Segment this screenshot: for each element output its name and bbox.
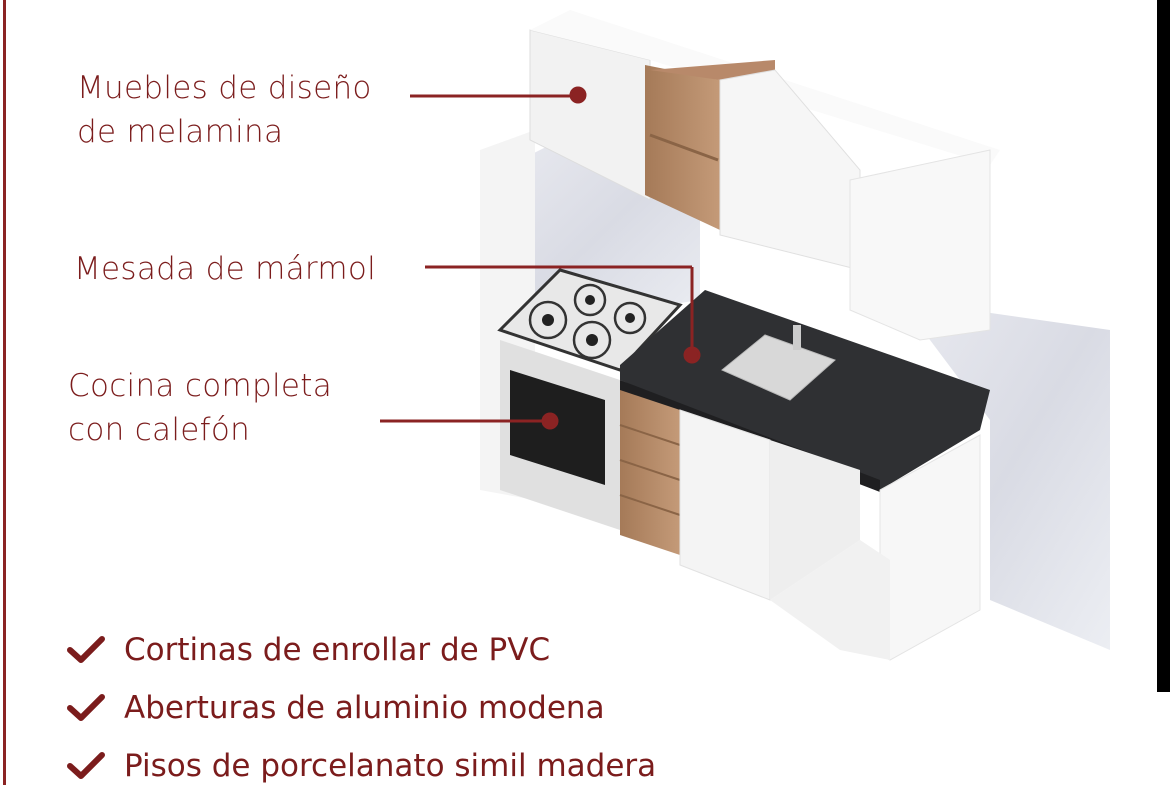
- callout-furniture-line1: Muebles de diseño: [77, 70, 372, 106]
- marble-countertop: [620, 290, 990, 490]
- sink: [721, 334, 836, 401]
- callout-stove-line1: Cocina completa: [68, 368, 332, 404]
- feature-item: Cortinas de enrollar de PVC: [66, 630, 550, 670]
- oven-door: [510, 370, 605, 485]
- stove-top: [497, 268, 683, 372]
- floor: [770, 540, 890, 660]
- callout-furniture: Muebles de diseño de melamina: [77, 66, 372, 154]
- feature-text: Pisos de porcelanato simil madera: [124, 748, 657, 784]
- lower-cabinet: [679, 409, 771, 601]
- callout-stove-line2: con calefón: [68, 412, 251, 448]
- callout-countertop-line1: Mesada de mármol: [74, 251, 377, 287]
- check-icon: [67, 694, 105, 721]
- feature-item: Aberturas de aluminio modena: [66, 688, 605, 728]
- feature-text: Aberturas de aluminio modena: [124, 690, 605, 726]
- callout-furniture-line2: de melamina: [77, 114, 284, 150]
- feature-item: Pisos de porcelanato simil madera: [66, 746, 656, 786]
- callout-stove: Cocina completa con calefón: [68, 364, 332, 452]
- drawers-wood: [620, 390, 680, 555]
- right-edge-bar: [1157, 0, 1170, 692]
- check-icon: [67, 636, 105, 663]
- marble-wall-right: [900, 300, 1110, 650]
- upper-cabinet-right: [849, 149, 991, 341]
- left-border-rule: [3, 0, 6, 785]
- callout-countertop: Mesada de mármol: [74, 247, 376, 291]
- feature-text: Cortinas de enrollar de PVC: [124, 632, 551, 668]
- check-icon: [67, 752, 105, 779]
